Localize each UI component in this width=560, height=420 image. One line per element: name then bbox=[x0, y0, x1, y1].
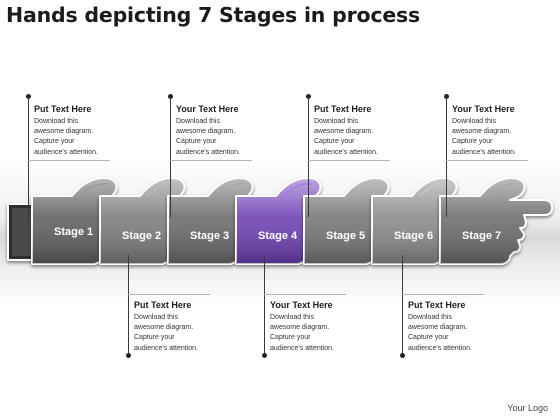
stage-hand-6: Stage 6 bbox=[371, 177, 485, 265]
connector-line bbox=[446, 97, 447, 217]
logo-text: Your Logo bbox=[507, 403, 548, 413]
connector-dot bbox=[306, 94, 311, 99]
thumb-fold bbox=[487, 183, 517, 197]
connector-line bbox=[264, 255, 265, 355]
connector-line bbox=[170, 97, 171, 217]
hand-gloss bbox=[32, 178, 144, 264]
stage-label: Stage 6 bbox=[394, 230, 433, 242]
stage-label: Stage 4 bbox=[258, 230, 298, 242]
thumb-fold bbox=[419, 183, 449, 197]
note-body: Download this awesome diagram. Capture y… bbox=[270, 314, 334, 352]
note-body: Download this awesome diagram. Capture y… bbox=[314, 118, 378, 156]
connector-line bbox=[28, 97, 29, 217]
stage-hand-7: Stage 7 bbox=[439, 177, 553, 265]
hand-gloss bbox=[236, 178, 348, 264]
stage-hand-2: Stage 2 bbox=[99, 177, 213, 265]
thumb-fold bbox=[79, 183, 109, 197]
diagram-title: Hands depicting 7 Stages in process bbox=[6, 3, 421, 27]
note-body: Download this awesome diagram. Capture y… bbox=[134, 314, 198, 352]
stage-label: Stage 3 bbox=[190, 230, 229, 242]
thumb-fold bbox=[351, 183, 381, 197]
thumb-fold bbox=[283, 183, 313, 197]
note-underline bbox=[28, 160, 110, 161]
connector-line bbox=[308, 97, 309, 217]
note-body: Download this awesome diagram. Capture y… bbox=[176, 118, 240, 156]
thumb-fold bbox=[215, 183, 245, 197]
note-underline bbox=[402, 294, 484, 295]
connector-line bbox=[402, 255, 403, 355]
hand-gloss bbox=[100, 178, 212, 264]
note-underline bbox=[446, 160, 528, 161]
hand-gloss bbox=[440, 178, 552, 264]
note-underline bbox=[308, 160, 390, 161]
hand-gloss bbox=[372, 178, 484, 264]
connector-dot bbox=[444, 94, 449, 99]
stage-label: Stage 2 bbox=[122, 230, 161, 242]
note-underline bbox=[170, 160, 252, 161]
connector-dot bbox=[262, 353, 267, 358]
note-heading: Put Text Here bbox=[314, 104, 372, 114]
hand-gloss bbox=[168, 178, 280, 264]
connector-dot bbox=[26, 94, 31, 99]
connector-line bbox=[128, 255, 129, 355]
note-heading: Your Text Here bbox=[176, 104, 239, 114]
note-heading: Put Text Here bbox=[34, 104, 92, 114]
stage-label: Stage 7 bbox=[462, 230, 501, 242]
note-heading: Put Text Here bbox=[408, 300, 466, 310]
note-heading: Your Text Here bbox=[270, 300, 333, 310]
stage-label: Stage 1 bbox=[54, 226, 93, 238]
note-body: Download this awesome diagram. Capture y… bbox=[452, 118, 516, 156]
connector-dot bbox=[168, 94, 173, 99]
note-body: Download this awesome diagram. Capture y… bbox=[408, 314, 472, 352]
connector-dot bbox=[400, 353, 405, 358]
note-underline bbox=[264, 294, 346, 295]
hand-gloss bbox=[304, 178, 416, 264]
thumb-fold bbox=[147, 183, 177, 197]
note-heading: Your Text Here bbox=[452, 104, 515, 114]
note-underline bbox=[128, 294, 210, 295]
connector-dot bbox=[126, 353, 131, 358]
note-body: Download this awesome diagram. Capture y… bbox=[34, 118, 98, 156]
note-heading: Put Text Here bbox=[134, 300, 192, 310]
stage-label: Stage 5 bbox=[326, 230, 365, 242]
